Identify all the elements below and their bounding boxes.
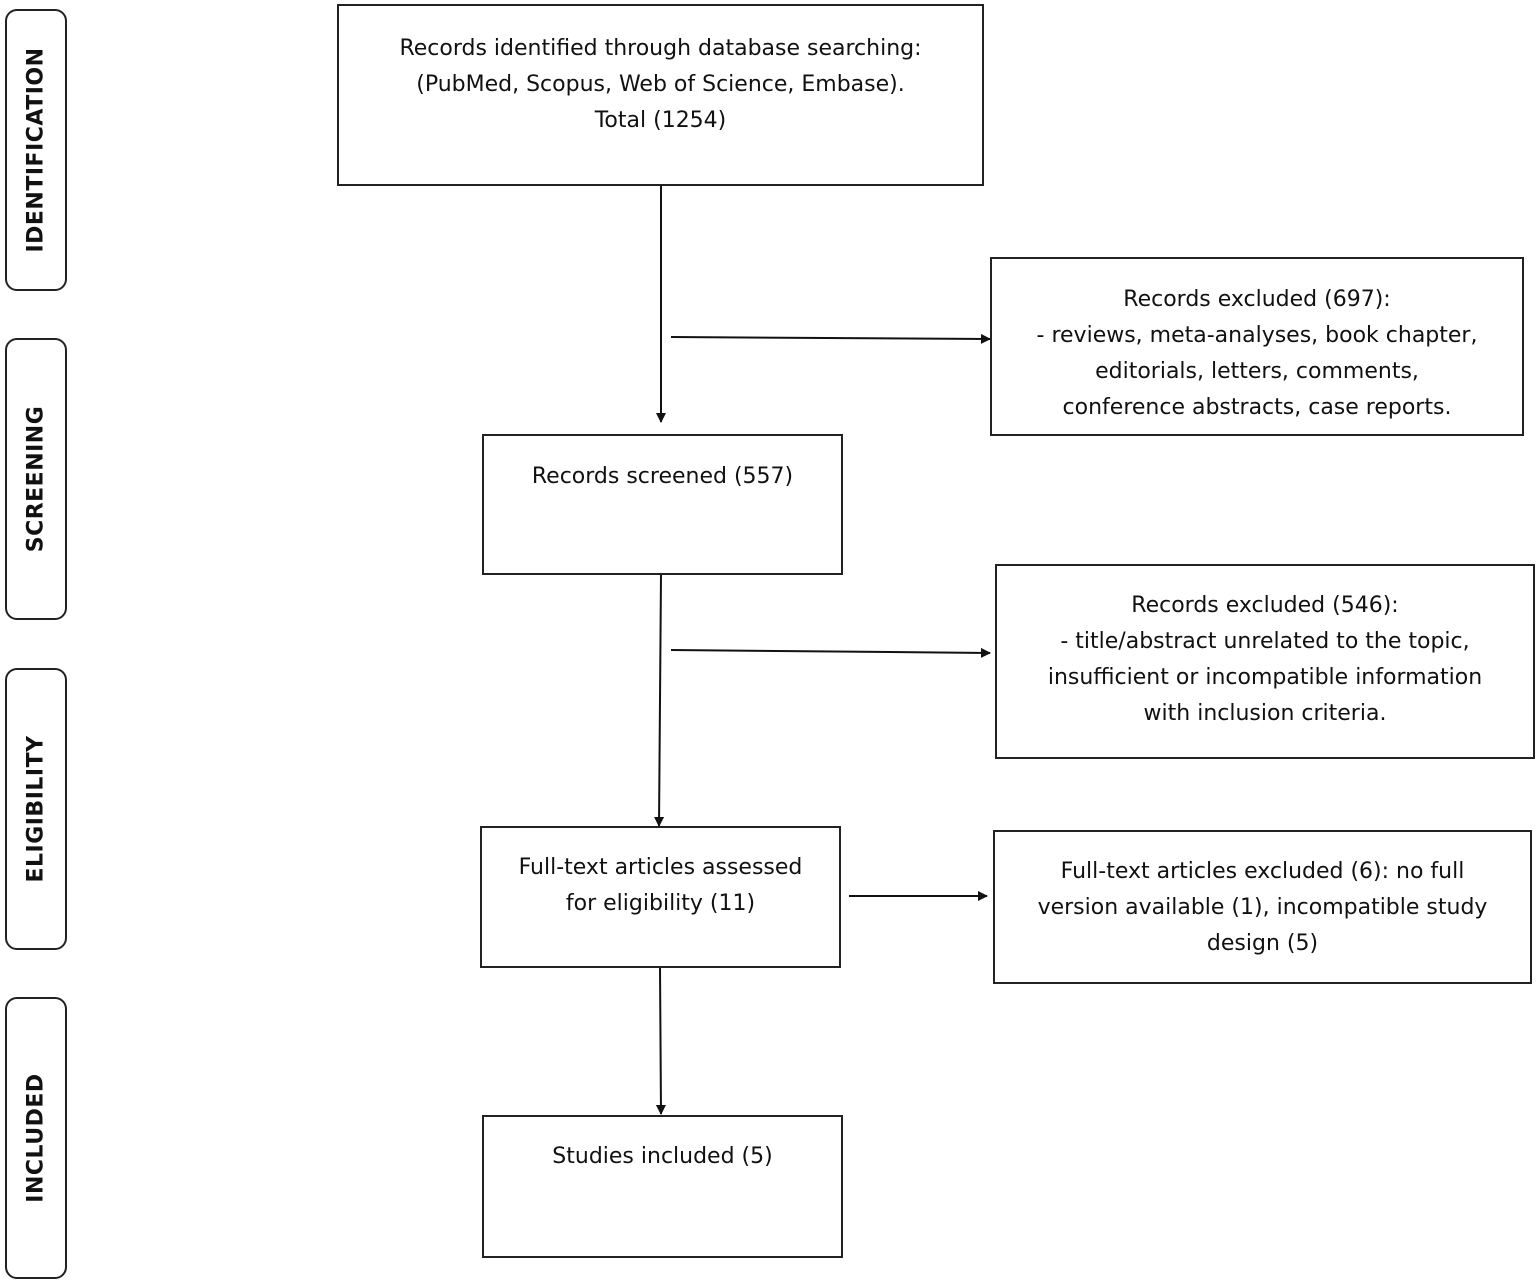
records-excluded-546-line-3: insufficient or incompatible information (1047, 665, 1483, 690)
records-screened-box: Records screened (557) (482, 434, 843, 575)
records-excluded-697-line-3: editorials, letters, comments, (1095, 359, 1419, 384)
records-excluded-697-line-4: conference abstracts, case reports. (1062, 395, 1452, 420)
arrow-to-excluded-546 (670, 647, 991, 658)
arrow-to-excluded-697 (670, 333, 991, 344)
fulltext-assessed-box: Full-text articles assessed for eligibil… (480, 826, 841, 968)
records-excluded-546-line-4: with inclusion criteria. (1143, 701, 1387, 726)
records-identified-box: Records identified through database sear… (337, 4, 984, 186)
records-excluded-697-line-2: - reviews, meta-analyses, book chapter, (1036, 323, 1478, 348)
fulltext-assessed-line-1: Full-text articles assessed (518, 855, 803, 880)
records-excluded-546-line-1: Records excluded (546): (1131, 593, 1399, 618)
records-excluded-546-box: Records excluded (546): - title/abstract… (995, 564, 1535, 759)
fulltext-excluded-line-3: design (5) (1206, 931, 1319, 956)
records-identified-line-1: Records identified through database sear… (399, 36, 922, 61)
fulltext-assessed-line-2: for eligibility (11) (565, 891, 756, 916)
records-excluded-697-box: Records excluded (697): - reviews, meta-… (990, 257, 1524, 436)
fulltext-excluded-box: Full-text articles excluded (6): no full… (993, 830, 1532, 984)
arrow-assessed-to-included (655, 966, 666, 1115)
records-identified-line-2: (PubMed, Scopus, Web of Science, Embase)… (416, 72, 905, 97)
stage-tab-included: INCLUDED (5, 997, 67, 1279)
studies-included-line-1: Studies included (5) (552, 1144, 773, 1169)
records-excluded-697-line-1: Records excluded (697): (1123, 287, 1391, 312)
stage-tab-screening: SCREENING (5, 338, 67, 620)
studies-included-box: Studies included (5) (482, 1115, 843, 1258)
stage-tab-identification: IDENTIFICATION (5, 9, 67, 291)
records-screened-line-1: Records screened (557) (531, 464, 794, 489)
fulltext-excluded-line-2: version available (1), incompatible stud… (1037, 895, 1488, 920)
records-excluded-546-line-2: - title/abstract unrelated to the topic, (1060, 629, 1470, 654)
records-identified-line-3: Total (1254) (594, 108, 727, 133)
arrow-screened-to-assessed (654, 573, 665, 827)
stage-tab-eligibility: ELIGIBILITY (5, 668, 67, 950)
fulltext-excluded-line-1: Full-text articles excluded (6): no full (1060, 859, 1465, 884)
